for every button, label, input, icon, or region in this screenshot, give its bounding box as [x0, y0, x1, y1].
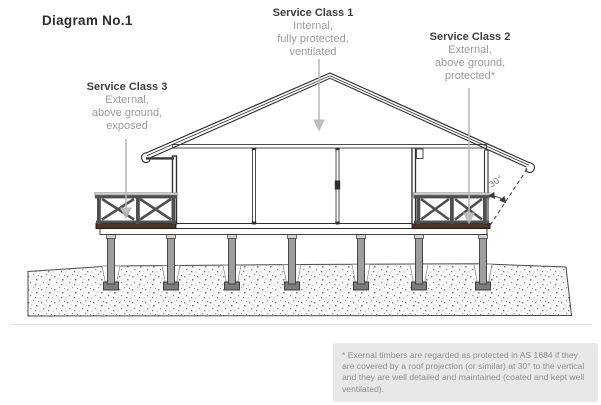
- stump-shafts: [107, 237, 487, 285]
- internal-partition-2: [334, 147, 341, 225]
- diagram-title: Diagram No.1: [42, 13, 133, 28]
- service-class-3-line: exposed: [106, 120, 148, 132]
- service-class-2-line: External,: [448, 44, 492, 56]
- ceiling-line: [172, 144, 487, 149]
- service-class-1-label: Service Class 1 Internal, fully protecte…: [233, 7, 393, 59]
- service-class-1-line: Internal,: [293, 20, 333, 32]
- left-soffit: [146, 157, 174, 160]
- service-class-3-heading: Service Class 3: [86, 81, 168, 93]
- service-class-1-line: ventilated: [289, 46, 337, 58]
- service-class-2-line: protected*: [444, 70, 496, 82]
- footnote-box: * Exernal timbers are regarded as protec…: [333, 343, 598, 402]
- service-class-3-label: Service Class 3 External, above ground, …: [57, 81, 197, 133]
- left-deck-railing: [94, 192, 178, 224]
- roof-angle-construction: [487, 168, 528, 228]
- service-class-2-line: above ground,: [434, 57, 506, 69]
- service-class-3-line: External,: [105, 94, 149, 106]
- service-class-1-arrow: [313, 59, 325, 132]
- service-class-2-label: Service Class 2 External, above ground, …: [400, 31, 540, 83]
- walls: [171, 147, 489, 225]
- roof: [140, 72, 536, 174]
- pointer-arrows: [120, 59, 475, 225]
- left-deck-floor: [95, 223, 177, 229]
- service-class-3-arrow: [120, 139, 132, 220]
- left-gutter: [140, 151, 151, 164]
- right-house-wall: [411, 147, 417, 225]
- floor-structure: [95, 223, 491, 235]
- service-class-1-heading: Service Class 1: [272, 7, 354, 19]
- stump-caps: [106, 234, 488, 239]
- stumps: [103, 234, 491, 291]
- service-class-2-arrow: [463, 88, 475, 225]
- roof-projection-dashed-line: [488, 168, 528, 228]
- angle-arc: [487, 191, 507, 204]
- right-deck-railing: [412, 192, 491, 224]
- beam-end-detail: [416, 148, 424, 159]
- internal-partition-1: [251, 147, 257, 225]
- service-class-2-heading: Service Class 2: [429, 31, 511, 43]
- service-class-3-line: above ground,: [91, 107, 163, 119]
- footings: [103, 281, 491, 291]
- footnote-text: * Exernal timbers are regarded as protec…: [342, 350, 585, 394]
- right-gutter: [525, 161, 536, 174]
- right-deck-floor: [411, 223, 491, 229]
- service-class-1-line: fully protected,: [277, 33, 349, 45]
